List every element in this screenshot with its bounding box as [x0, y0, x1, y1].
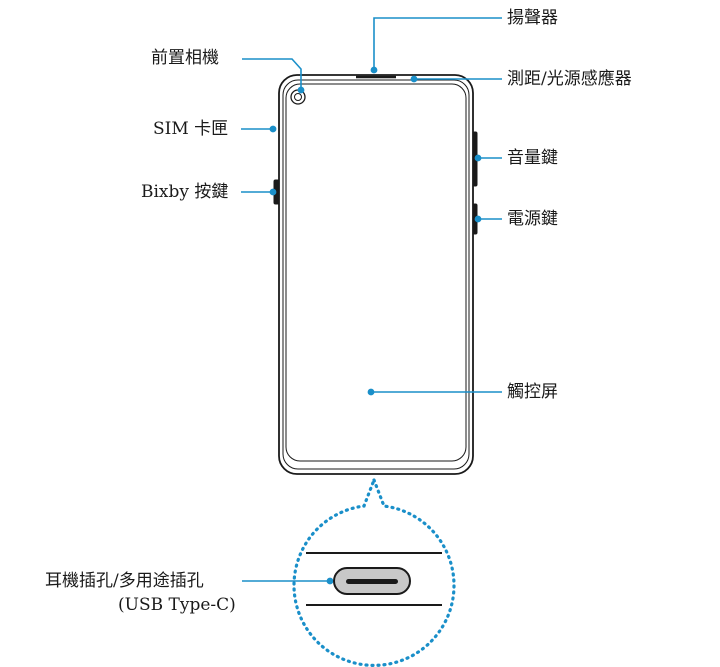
sim-tray-label: SIM 卡匣 — [153, 119, 229, 139]
usb-c-port-tongue — [346, 579, 398, 584]
speaker-callout-dot — [370, 66, 378, 74]
touchscreen-area — [285, 83, 467, 462]
proximity-callout-dot — [410, 75, 418, 83]
usb-callout-dot — [326, 577, 334, 585]
earphone-jack-label: 耳機插孔/多用途插孔 — [45, 571, 204, 591]
callouts — [241, 17, 502, 585]
speaker-callout-line — [373, 17, 502, 70]
front-camera-callout-dot — [297, 86, 305, 94]
phone-inner-frame — [282, 79, 470, 470]
speaker-label: 揚聲器 — [507, 8, 558, 28]
phone-body — [273, 74, 478, 475]
power-callout-dot — [474, 215, 482, 223]
bixby-callout-dot — [269, 188, 277, 196]
sim-callout-dot — [269, 125, 277, 133]
touchscreen-label: 觸控屏 — [507, 382, 558, 402]
port-magnifier — [292, 475, 456, 667]
phone-outer-frame — [278, 74, 474, 475]
front-camera-lens — [294, 93, 302, 101]
volume-callout-dot — [474, 154, 482, 162]
magnifier-outline — [292, 475, 456, 667]
power-key-label: 電源鍵 — [507, 209, 558, 229]
volume-key-label: 音量鍵 — [507, 148, 558, 168]
bixby-key-label: Bixby 按鍵 — [141, 182, 229, 202]
proximity-sensor-label: 測距/光源感應器 — [507, 69, 632, 89]
touchscreen-callout-dot — [367, 388, 375, 396]
usb-type-c-label: (USB Type-C) — [118, 595, 236, 615]
front-camera-label: 前置相機 — [151, 48, 219, 68]
front-camera-callout-line — [242, 58, 302, 90]
